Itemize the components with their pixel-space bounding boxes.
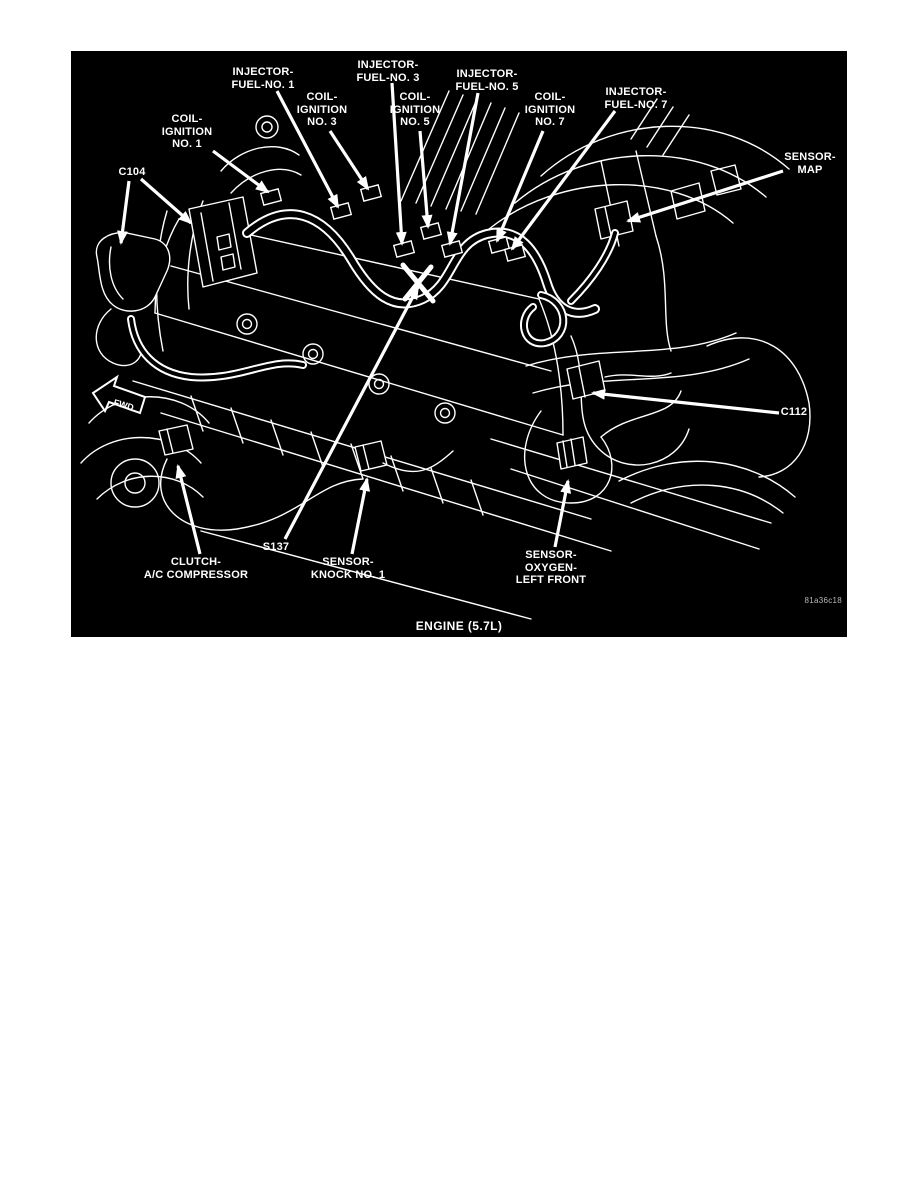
callout-c104: C104 (102, 166, 162, 179)
callout-line: NO. 3 (307, 116, 337, 128)
callout-c112: C112 (764, 406, 824, 419)
callout-injector-fuel-no-1: INJECTOR- FUEL-NO. 1 (221, 66, 305, 91)
map-sensor-connector (594, 200, 634, 240)
harness-boot (95, 232, 171, 367)
engine-art (80, 90, 811, 620)
callout-line: FUEL-NO. 3 (356, 71, 420, 84)
callout-line: SENSOR- (525, 549, 577, 561)
callout-line: FUEL-NO. 7 (604, 98, 668, 111)
callout-line: SENSOR- (322, 556, 374, 568)
callout-coil-ignition-no-5: COIL- IGNITION NO. 5 (379, 91, 451, 129)
leader-arrows (117, 82, 784, 555)
callout-line: NO. 7 (535, 116, 565, 128)
callout-line: INJECTOR- (456, 68, 518, 80)
callout-line: C112 (780, 406, 808, 418)
figure-caption: ENGINE (5.7L) (415, 619, 503, 633)
leader-sensor-oxygen (553, 479, 572, 548)
callout-line: OXYGEN- (524, 561, 578, 574)
leader-c104-boot (117, 180, 131, 245)
callout-coil-ignition-no-3: COIL- IGNITION NO. 3 (286, 91, 358, 129)
callout-injector-fuel-no-5: INJECTOR- FUEL-NO. 5 (445, 68, 529, 93)
callout-line: COIL- (399, 91, 431, 103)
callout-s137: S137 (246, 541, 306, 554)
ac-clutch-connector (158, 424, 364, 531)
knock-sensor-connector (354, 440, 454, 473)
callout-line: MAP (797, 163, 823, 176)
callout-line: KNOCK NO. 1 (310, 568, 386, 581)
callout-line: COIL- (171, 113, 203, 125)
callout-coil-ignition-no-1: COIL- IGNITION NO. 1 (151, 113, 223, 151)
leader-c104-plug (139, 177, 193, 225)
callout-line: C104 (118, 166, 146, 178)
callout-line: FUEL-NO. 5 (455, 80, 519, 93)
callout-line: NO. 1 (172, 138, 202, 150)
s137-splice (400, 262, 436, 304)
callout-injector-fuel-no-3: INJECTOR- FUEL-NO. 3 (346, 59, 430, 84)
callout-line: A/C COMPRESSOR (143, 568, 249, 581)
callout-line: NO. 5 (400, 116, 430, 128)
callout-line: INJECTOR- (605, 86, 667, 98)
callout-line: IGNITION (161, 125, 213, 138)
callout-line: IGNITION (524, 103, 576, 116)
callout-line: IGNITION (389, 103, 441, 116)
callout-line: S137 (262, 541, 290, 553)
callout-sensor-oxygen-left-front: SENSOR- OXYGEN- LEFT FRONT (501, 549, 601, 587)
leader-coil-5 (418, 130, 433, 229)
oxygen-sensor-connector (523, 390, 682, 504)
callout-injector-fuel-no-7: INJECTOR- FUEL-NO. 7 (594, 86, 678, 111)
leader-injector-7 (510, 110, 617, 251)
leader-c112 (591, 388, 780, 415)
leader-clutch (175, 464, 202, 555)
figure-watermark: 81a36c18 (804, 596, 842, 605)
leader-coil-3 (328, 130, 370, 191)
coil-injector-connectors (259, 184, 527, 262)
callout-sensor-knock-no-1: SENSOR- KNOCK NO. 1 (293, 556, 403, 581)
callout-line: INJECTOR- (232, 66, 294, 78)
wiring-harness (127, 209, 619, 382)
callout-line: FUEL-NO. 1 (231, 78, 295, 91)
callout-clutch-ac-compressor: CLUTCH- A/C COMPRESSOR (126, 556, 266, 581)
leader-injector-3 (390, 82, 407, 246)
leader-injector-5 (446, 92, 480, 246)
ac-compressor (80, 396, 210, 508)
callout-sensor-map: SENSOR- MAP (774, 151, 846, 176)
leader-coil-1 (212, 149, 270, 194)
callout-line: LEFT FRONT (515, 574, 587, 586)
leader-sensor-map (626, 169, 784, 223)
engine-block (132, 380, 796, 620)
callout-line: INJECTOR- (357, 59, 419, 71)
callout-line: COIL- (534, 91, 566, 103)
leader-sensor-knock (350, 477, 371, 555)
leader-coil-7 (495, 130, 545, 243)
callout-line: SENSOR- (784, 151, 836, 163)
c104-connector (188, 196, 258, 288)
callout-line: COIL- (306, 91, 338, 103)
leader-s137 (283, 285, 420, 540)
engine-diagram-panel: FWD C104 COIL- IGNITION NO. 1 (71, 51, 847, 637)
callout-line: CLUTCH- (170, 556, 222, 568)
callout-coil-ignition-no-7: COIL- IGNITION NO. 7 (514, 91, 586, 129)
leader-injector-1 (275, 90, 340, 209)
intake-manifold (400, 90, 790, 352)
callout-line: IGNITION (296, 103, 348, 116)
engine-illustration: FWD (80, 82, 811, 620)
valve-cover (154, 218, 564, 436)
